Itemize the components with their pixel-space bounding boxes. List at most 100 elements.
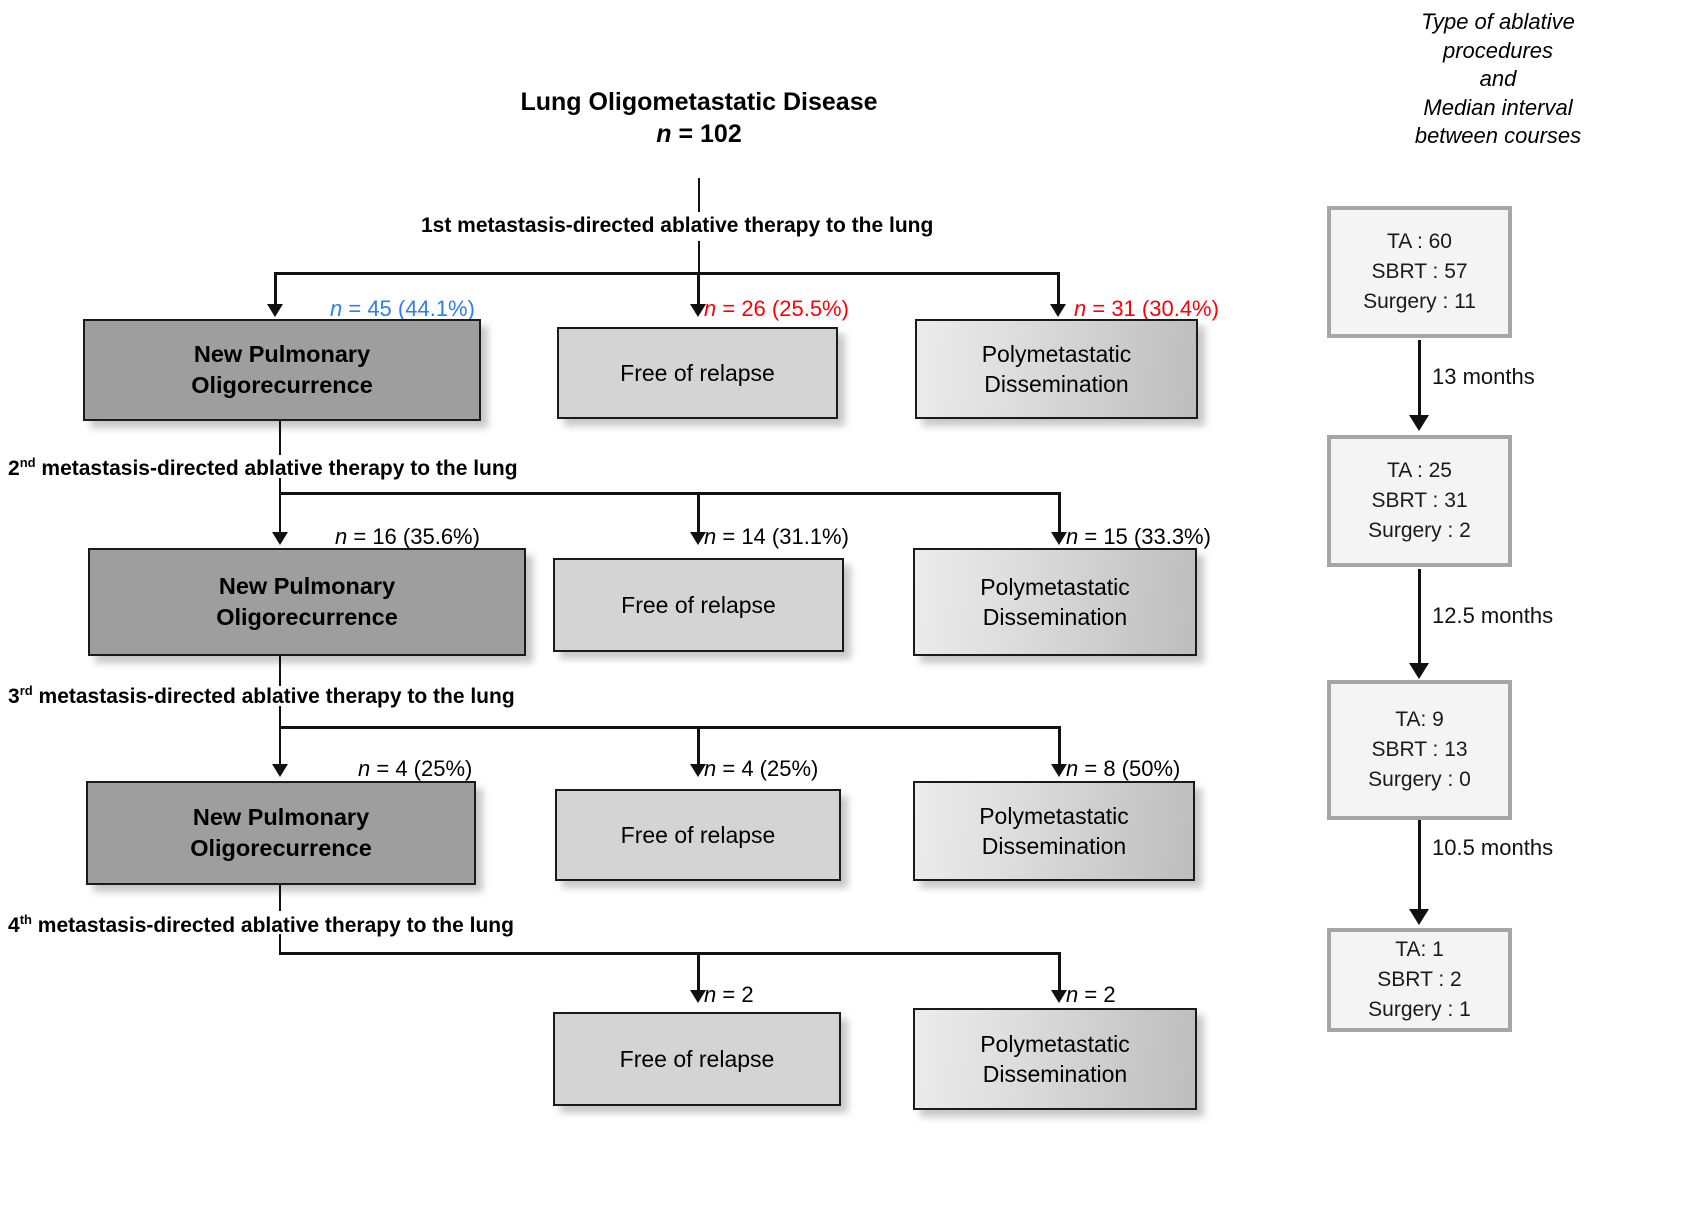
panel-box-surgery: Surgery : 11 (1363, 289, 1476, 313)
step-text: metastasis-directed ablative therapy to … (35, 457, 518, 480)
branch-drop-1-mid (697, 272, 700, 306)
panel-box-sbrt: SBRT : 2 (1377, 968, 1462, 992)
box-row2-oligorecurrence[interactable]: New Pulmonary Oligorecurrence (88, 548, 526, 656)
box-row3-free-of-relapse[interactable]: Free of relapse (555, 789, 841, 881)
arrowhead-4-mid (690, 990, 706, 1003)
connector-row3-to-step4 (279, 885, 281, 911)
panel-box-1[interactable]: TA : 60 SBRT : 57 Surgery : 11 (1327, 206, 1512, 338)
arrowhead-1-mid (690, 304, 706, 317)
box-line-2: Dissemination (981, 833, 1127, 859)
box-text: Free of relapse (613, 590, 784, 620)
box-text: Polymetastatic Dissemination (972, 572, 1138, 633)
step-ordinal-suffix: rd (19, 683, 33, 698)
panel-box-sbrt: SBRT : 13 (1371, 738, 1468, 762)
branch-drop-3-mid (697, 726, 700, 766)
box-line-1: Polymetastatic (980, 573, 1130, 600)
box-text: Polymetastatic Dissemination (974, 339, 1140, 400)
box-line-1: New Pulmonary (192, 803, 370, 830)
page-title: Lung Oligometastatic Disease n = 102 (449, 86, 949, 150)
box-line-2: Dissemination (982, 604, 1128, 630)
panel-box-3[interactable]: TA: 9 SBRT : 13 Surgery : 0 (1327, 680, 1512, 820)
panel-box-surgery: Surgery : 0 (1368, 767, 1471, 791)
panel-arrowhead-3 (1409, 909, 1429, 925)
connector-step1-stem (698, 241, 700, 274)
box-line-2: Dissemination (982, 1061, 1128, 1087)
branch-drop-4-mid (697, 952, 700, 992)
step-ordinal-suffix: nd (19, 455, 36, 470)
box-row2-free-of-relapse[interactable]: Free of relapse (553, 558, 844, 652)
n-value: = 15 (33.3%) (1078, 524, 1211, 549)
n-symbol: n (1066, 982, 1079, 1007)
n-symbol: n (358, 756, 371, 781)
box-line-1: Polymetastatic (980, 1030, 1130, 1057)
n-value: = 16 (35.6%) (347, 524, 480, 549)
step-ordinal: 3 (8, 685, 20, 708)
panel-connector-1 (1418, 340, 1421, 418)
connector-row1-to-step2 (279, 421, 281, 455)
n-value: = 31 (30.4%) (1086, 296, 1219, 321)
connector-row2-to-step3 (279, 656, 281, 686)
box-line-1: Free of relapse (621, 591, 776, 618)
arrowhead-2-mid (690, 532, 706, 545)
box-line-1: Polymetastatic (981, 340, 1132, 367)
branch-drop-2-mid (697, 492, 700, 534)
box-row3-polymetastatic[interactable]: Polymetastatic Dissemination (913, 781, 1195, 881)
n-symbol: n (704, 756, 717, 781)
step-text: metastasis-directed ablative therapy to … (32, 685, 515, 708)
connector-step3-stem (279, 706, 281, 766)
step-label-2: 2nd metastasis-directed ablative therapy… (8, 455, 518, 481)
panel-box-sbrt: SBRT : 31 (1371, 489, 1468, 513)
title-n-symbol: n (656, 120, 672, 148)
title-n-value: = 102 (671, 120, 742, 148)
panel-connector-2 (1418, 569, 1421, 669)
panel-box-ta: TA: 1 (1395, 938, 1444, 962)
panel-connector-3 (1418, 820, 1421, 915)
connector-title-to-step1 (698, 178, 700, 212)
panel-box-4[interactable]: TA: 1 SBRT : 2 Surgery : 1 (1327, 928, 1512, 1032)
box-row4-polymetastatic[interactable]: Polymetastatic Dissemination (913, 1008, 1197, 1110)
box-text: Polymetastatic Dissemination (972, 1029, 1138, 1090)
box-line-1: Polymetastatic (979, 802, 1129, 829)
n-value: = 2 (716, 982, 754, 1007)
n-label-row4-col2: n = 2 (1066, 982, 1116, 1008)
box-row3-oligorecurrence[interactable]: New Pulmonary Oligorecurrence (86, 781, 476, 885)
n-label-row4-col1: n = 2 (704, 982, 754, 1008)
panel-box-sbrt: SBRT : 57 (1371, 260, 1468, 284)
arrowhead-2-right (1051, 532, 1067, 545)
n-value: = 4 (25%) (370, 756, 473, 781)
branch-drop-1-left (274, 272, 277, 306)
step-label-4: 4th metastasis-directed ablative therapy… (8, 912, 514, 938)
n-symbol: n (1066, 524, 1079, 549)
n-value: = 26 (25.5%) (716, 296, 849, 321)
n-symbol: n (704, 296, 717, 321)
n-value: = 2 (1078, 982, 1116, 1007)
box-line-1: Free of relapse (620, 359, 775, 386)
box-line-2: Oligorecurrence (216, 604, 398, 630)
box-row2-polymetastatic[interactable]: Polymetastatic Dissemination (913, 548, 1197, 656)
step-label-1: 1st metastasis-directed ablative therapy… (421, 214, 934, 237)
box-row1-polymetastatic[interactable]: Polymetastatic Dissemination (915, 319, 1198, 419)
box-line-2: Dissemination (984, 371, 1129, 397)
interval-label-3: 10.5 months (1432, 835, 1554, 860)
panel-title-line-2: procedures (1442, 37, 1554, 63)
n-symbol: n (704, 982, 717, 1007)
box-row1-oligorecurrence[interactable]: New Pulmonary Oligorecurrence (83, 319, 481, 421)
panel-box-text: TA : 60 SBRT : 57 Surgery : 11 (1363, 227, 1476, 316)
title-line-1: Lung Oligometastatic Disease (520, 88, 878, 116)
box-row1-free-of-relapse[interactable]: Free of relapse (557, 327, 838, 419)
connector-step2-stem (279, 478, 281, 534)
n-label-row3-col2: n = 4 (25%) (704, 756, 818, 782)
n-value: = 14 (31.1%) (716, 524, 849, 549)
panel-box-ta: TA : 25 (1387, 459, 1452, 483)
box-text: Free of relapse (613, 820, 784, 850)
box-text: New Pulmonary Oligorecurrence (208, 571, 406, 633)
panel-box-2[interactable]: TA : 25 SBRT : 31 Surgery : 2 (1327, 435, 1512, 567)
box-text: New Pulmonary Oligorecurrence (183, 339, 381, 401)
panel-arrowhead-2 (1409, 663, 1429, 679)
box-line-1: New Pulmonary (193, 340, 371, 367)
box-row4-free-of-relapse[interactable]: Free of relapse (553, 1012, 841, 1106)
panel-arrowhead-1 (1409, 415, 1429, 431)
box-text: New Pulmonary Oligorecurrence (182, 802, 380, 864)
branch-drop-3-right (1058, 726, 1061, 766)
